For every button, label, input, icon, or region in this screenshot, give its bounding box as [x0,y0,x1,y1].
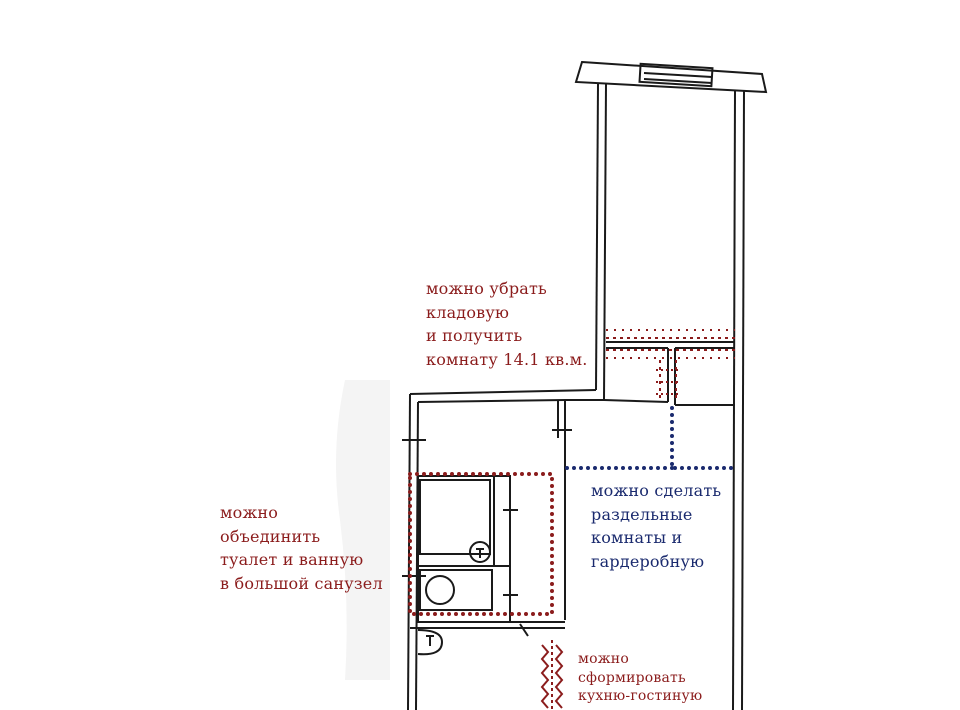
new-partition-line [564,406,734,470]
bathtub-icon [419,479,491,555]
walls [407,83,745,710]
watermark [336,380,390,680]
note-kitchen-living: можно сформировать кухню-гостиную [578,651,703,704]
note-merge-bathroom: можно объединить туалет и ванную в больш… [220,503,383,593]
note-remove-storage: можно убрать кладовую и получить комнату… [426,279,588,369]
storage-demolish-mark [606,329,735,400]
balcony [574,60,768,94]
small-toilet-icon [417,629,444,656]
wall-ticks [402,429,572,637]
kitchen-demolish-mark [540,640,564,710]
bathroom-merge-outline [408,472,554,616]
toilet-icon [469,541,491,563]
note-separate-rooms: можно сделать раздельные комнаты и гарде… [591,481,722,571]
washbasin-icon [419,569,493,611]
